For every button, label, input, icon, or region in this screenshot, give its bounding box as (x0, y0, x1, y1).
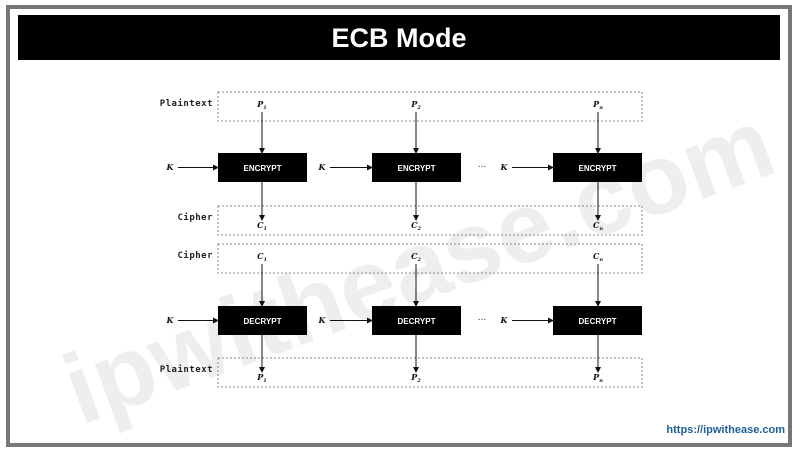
title-bar (18, 15, 780, 60)
decrypt-block (218, 306, 307, 335)
decrypt-input-label: Cipher (177, 250, 213, 261)
encrypt-input-var: Pn (592, 99, 603, 111)
encrypt-output-box (217, 205, 643, 236)
key-label: K (500, 162, 509, 172)
encrypt-block-label: ENCRYPT (398, 164, 436, 173)
encrypt-block-label: ENCRYPT (244, 164, 282, 173)
encrypt-block-label: ENCRYPT (579, 164, 617, 173)
diagram-body: PlaintextCipherP1ENCRYPTKC1P2ENCRYPTKC2P… (160, 91, 643, 388)
encrypt-block (372, 153, 461, 182)
key-label: K (166, 315, 175, 325)
ellipsis: ... (478, 313, 487, 323)
key-label: K (318, 315, 327, 325)
decrypt-output-var: Pn (592, 372, 603, 384)
decrypt-block (553, 306, 642, 335)
decrypt-input-box (217, 243, 643, 274)
decrypt-output-var: P2 (410, 372, 421, 384)
encrypt-output-var: Cn (593, 220, 603, 232)
encrypt-input-box (217, 91, 643, 122)
encrypt-input-label: Plaintext (160, 98, 213, 109)
decrypt-input-var: C1 (257, 251, 267, 263)
ellipsis: ... (478, 160, 487, 170)
encrypt-output-var: C2 (411, 220, 421, 232)
encrypt-output-label: Cipher (177, 212, 213, 223)
decrypt-input-var: Cn (593, 251, 603, 263)
decrypt-block-label: DECRYPT (398, 317, 436, 326)
decrypt-input-var: C2 (411, 251, 421, 263)
key-label: K (318, 162, 327, 172)
encrypt-input-var: P1 (256, 99, 267, 111)
encrypt-block (218, 153, 307, 182)
decrypt-output-label: Plaintext (160, 364, 213, 375)
decrypt-block (372, 306, 461, 335)
encrypt-block (553, 153, 642, 182)
decrypt-output-var: P1 (256, 372, 267, 384)
decrypt-block-label: DECRYPT (579, 317, 617, 326)
encrypt-output-var: C1 (257, 220, 267, 232)
encrypt-input-var: P2 (410, 99, 421, 111)
frame-border (6, 5, 792, 447)
page-title: ECB Mode (332, 23, 467, 53)
decrypt-block-label: DECRYPT (244, 317, 282, 326)
source-url[interactable]: https://ipwithease.com (666, 424, 785, 436)
decrypt-output-box (217, 357, 643, 388)
key-label: K (500, 315, 509, 325)
key-label: K (166, 162, 175, 172)
